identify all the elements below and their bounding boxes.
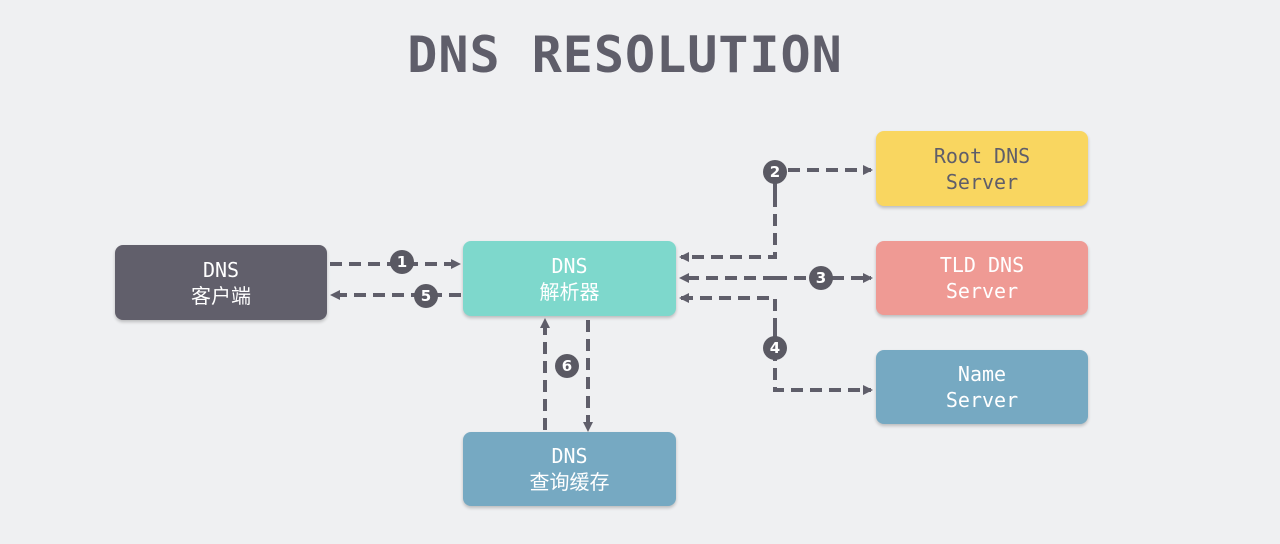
arrow-step-4 (773, 330, 873, 395)
root-dns-server-sublabel: Server (945, 169, 1019, 194)
root-dns-server-node: Root DNS Server (876, 131, 1088, 206)
tld-dns-server-label: TLD DNS (939, 253, 1025, 277)
dns-client-node: DNS 客户端 (115, 245, 327, 320)
step-badge-6: 6 (555, 354, 579, 378)
step-badge-1: 1 (390, 250, 414, 274)
root-dns-server-label: Root DNS (933, 143, 1031, 168)
name-server-label: Name (957, 362, 1007, 386)
dns-resolver-label: DNS (551, 253, 588, 278)
dns-client-sublabel: 客户端 (191, 283, 251, 308)
arrow-step-2-return (679, 195, 777, 262)
step-badge-5: 5 (414, 284, 438, 308)
dns-cache-node: DNS 查询缓存 (463, 432, 676, 506)
step-badge-3: 3 (809, 266, 833, 290)
arrow-step-4-return (679, 293, 777, 330)
dns-cache-sublabel: 查询缓存 (529, 470, 610, 494)
diagram-title: DNS RESOLUTION (407, 26, 843, 84)
dns-client-label: DNS (202, 257, 240, 282)
tld-dns-server-sublabel: Server (945, 279, 1019, 303)
step-badge-2: 2 (763, 160, 787, 184)
tld-dns-server-node: TLD DNS Server (876, 241, 1088, 315)
name-server-sublabel: Server (945, 388, 1019, 412)
dns-cache-label: DNS (551, 444, 588, 468)
dns-resolver-node: DNS 解析器 (463, 241, 676, 316)
name-server-node: Name Server (876, 350, 1088, 424)
dns-resolver-sublabel: 解析器 (539, 279, 600, 304)
arrow-step-2 (773, 165, 873, 195)
step-badge-4: 4 (763, 336, 787, 360)
